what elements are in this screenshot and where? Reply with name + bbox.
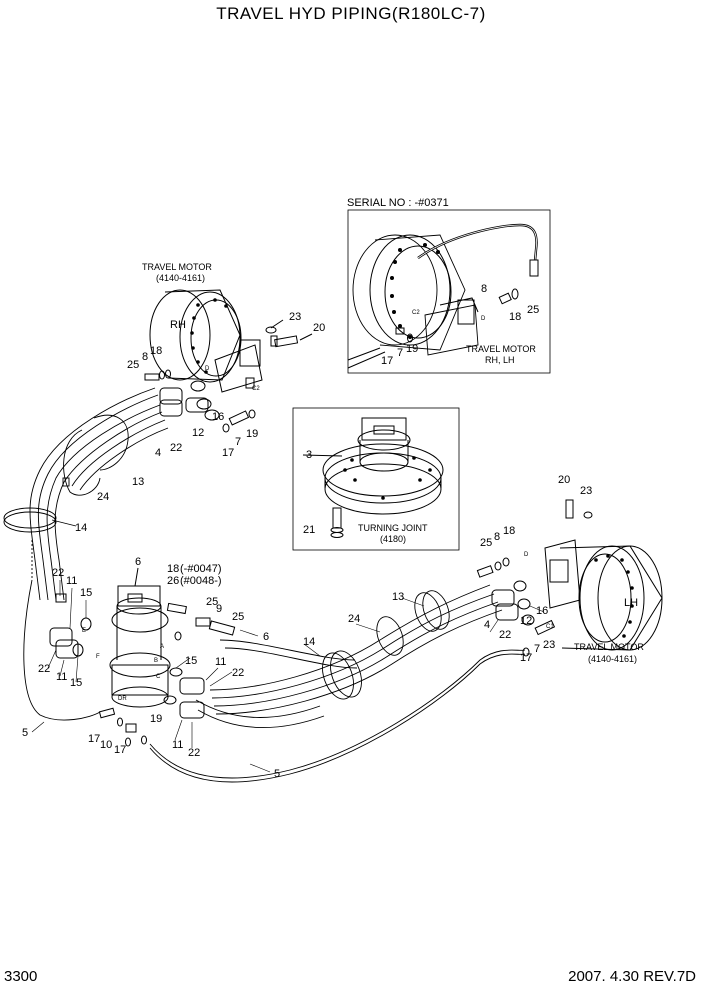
svg-text:5: 5 [274, 768, 280, 780]
motor-rh-name: TRAVEL MOTOR [142, 262, 212, 272]
svg-text:18: 18 [509, 311, 521, 323]
motor-lh-side: LH [624, 597, 638, 609]
svg-text:C1: C1 [546, 624, 554, 630]
svg-text:9: 9 [216, 603, 222, 615]
serial-26: (#0048-) [180, 575, 222, 587]
svg-text:23: 23 [543, 639, 555, 651]
svg-text:21: 21 [303, 524, 315, 536]
svg-text:3: 3 [306, 449, 312, 461]
svg-text:25: 25 [480, 537, 492, 549]
svg-text:22: 22 [170, 442, 182, 454]
motor-lh-name: TRAVEL MOTOR [574, 642, 644, 652]
turning-joint-code: (4180) [380, 534, 406, 544]
svg-text:18: 18 [503, 525, 515, 537]
serial-inset: SERIAL NO : -#0371 8 18 25 17 7 19 D [347, 197, 551, 374]
svg-text:22: 22 [188, 747, 200, 759]
travel-motor-rh: TRAVEL MOTOR (4140-4161) RH 23 20 D C2 2… [127, 262, 325, 459]
svg-text:15: 15 [185, 655, 197, 667]
leader-lines [31, 580, 545, 773]
svg-text:5: 5 [22, 727, 28, 739]
svg-text:23: 23 [580, 485, 592, 497]
svg-text:12: 12 [192, 427, 204, 439]
svg-text:22: 22 [499, 629, 511, 641]
svg-text:C2: C2 [252, 386, 260, 392]
svg-text:D: D [524, 552, 529, 558]
svg-text:D: D [205, 366, 210, 372]
callout-18: 18 [167, 563, 179, 575]
motor-rh-code: (4140-4161) [156, 273, 205, 283]
svg-text:22: 22 [232, 667, 244, 679]
svg-text:11: 11 [215, 656, 226, 668]
inset-motor-name: TRAVEL MOTOR [466, 344, 536, 354]
serial-note: SERIAL NO : -#0371 [347, 197, 449, 209]
revision-date: 2007. 4.30 REV.7D [568, 968, 696, 985]
svg-text:DR: DR [118, 696, 127, 702]
svg-text:19: 19 [246, 428, 258, 440]
svg-text:22: 22 [38, 663, 50, 675]
svg-text:17: 17 [88, 733, 100, 745]
hose-bundle-left: 13 24 14 [3, 387, 169, 601]
svg-text:4: 4 [484, 619, 490, 631]
svg-text:19: 19 [406, 343, 418, 355]
svg-text:13: 13 [392, 591, 404, 603]
svg-text:25: 25 [527, 304, 539, 316]
svg-text:8: 8 [481, 283, 487, 295]
svg-text:F: F [96, 654, 100, 660]
serial-18: (-#0047) [180, 563, 222, 575]
svg-text:8: 8 [142, 351, 148, 363]
svg-text:7: 7 [534, 643, 540, 655]
svg-text:10: 10 [100, 739, 112, 751]
motor-lh-code: (4140-4161) [588, 654, 637, 664]
svg-text:16: 16 [212, 411, 224, 423]
svg-text:4: 4 [155, 447, 161, 459]
svg-text:20: 20 [313, 322, 325, 334]
svg-text:D: D [481, 316, 486, 322]
svg-text:15: 15 [70, 677, 82, 689]
svg-text:C2: C2 [412, 310, 420, 316]
svg-text:17: 17 [381, 355, 393, 367]
inset-motor-sides: RH, LH [485, 355, 515, 365]
svg-text:14: 14 [303, 636, 315, 648]
svg-text:A: A [160, 644, 164, 650]
svg-text:B: B [154, 658, 158, 664]
turning-joint-inset: 3 21 TURNING JOINT (4180) [292, 407, 460, 551]
svg-text:E: E [82, 628, 86, 634]
svg-text:17: 17 [222, 447, 234, 459]
svg-text:7: 7 [397, 347, 403, 359]
turning-joint-name: TURNING JOINT [358, 523, 428, 533]
svg-text:25: 25 [232, 611, 244, 623]
svg-text:19: 19 [150, 713, 162, 725]
svg-text:24: 24 [348, 613, 360, 625]
svg-text:11: 11 [172, 739, 183, 751]
svg-text:22: 22 [52, 567, 64, 579]
page-number: 3300 [4, 968, 38, 985]
hose-bundle-right: 14 24 13 [23, 579, 526, 783]
svg-text:15: 15 [80, 587, 92, 599]
svg-text:18: 18 [150, 345, 162, 357]
svg-text:C: C [156, 674, 161, 680]
page-title: TRAVEL HYD PIPING(R180LC-7) [216, 4, 486, 23]
svg-text:6: 6 [135, 556, 141, 568]
svg-text:17: 17 [114, 744, 126, 756]
callout-26: 26 [167, 575, 179, 587]
svg-text:24: 24 [97, 491, 109, 503]
turning-joint-main: 6 A B C DR F E 18 (-#0047) 26 (#0048-) 2… [22, 556, 280, 780]
svg-text:20: 20 [558, 474, 570, 486]
svg-text:8: 8 [494, 531, 500, 543]
svg-text:17: 17 [520, 652, 532, 664]
svg-text:7: 7 [235, 436, 241, 448]
svg-text:14: 14 [75, 522, 87, 534]
motor-rh-side: RH [170, 319, 186, 331]
travel-motor-lh: LH D C1 20 23 25 8 18 16 12 22 4 [476, 474, 663, 664]
svg-text:11: 11 [66, 575, 77, 587]
svg-text:23: 23 [289, 311, 301, 323]
svg-text:25: 25 [206, 596, 218, 608]
svg-text:13: 13 [132, 476, 144, 488]
svg-text:11: 11 [56, 671, 67, 683]
svg-text:6: 6 [263, 631, 269, 643]
svg-text:12: 12 [520, 615, 532, 627]
svg-text:25: 25 [127, 359, 139, 371]
